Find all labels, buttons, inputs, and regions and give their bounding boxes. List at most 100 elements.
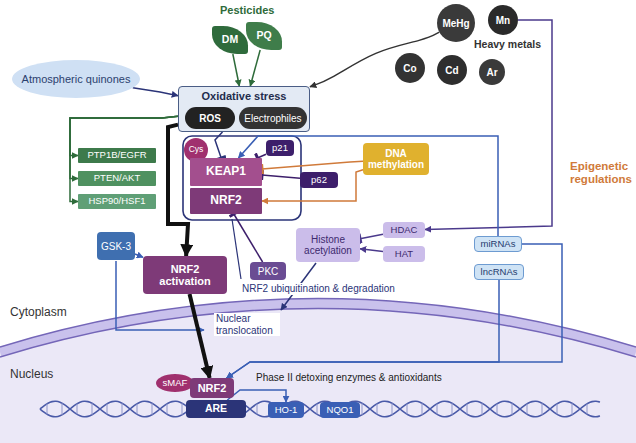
compartment-label: Nucleus [10,368,53,382]
metal-circle: Co [395,53,425,83]
dna-rung [467,404,468,415]
connector [360,234,383,239]
dna-rung [377,404,378,415]
connector [70,116,178,201]
node-text: Cys [189,145,204,154]
metal-circle: Mn [488,5,518,35]
connectors [70,20,562,402]
dna-rung [317,404,318,415]
regulator-box: p21 [266,140,294,156]
node-text: Atmospheric quinones [22,73,131,85]
dna-rung [527,404,528,415]
dna-rung [47,404,48,415]
connector [215,132,222,158]
node-text: MeHg [442,18,469,29]
partner-ellipse: sMAF [156,374,194,392]
dna-rung [137,404,138,415]
stress-box: ROS Electrophiles Oxidative stress [178,86,310,132]
node-text: p21 [272,143,288,153]
dna-rung [152,403,153,415]
node-text: NRF2 [198,382,227,394]
metal-circle: Ar [479,59,505,85]
dna-rung [122,403,123,415]
connector [238,136,498,236]
node-text: Cd [445,65,458,76]
node-text: Histone acetylation [298,234,358,256]
group-label: Heavy metals [474,38,541,50]
enzyme-box: HAT [383,246,425,262]
membrane-outer-line [0,299,636,348]
regulator-box: p62 [300,172,338,188]
pathway-box: PTEN/AKT [78,171,156,186]
nuclear-membrane [0,304,636,353]
node-text: GSK-3 [101,241,131,252]
dna-rung [572,403,573,415]
connector [310,32,439,87]
protein-box: NRF2 [190,378,234,398]
dna-rung [182,403,183,415]
node-text: DNA methylation [365,148,427,170]
complex-outline [183,136,301,220]
kinase-box: PKC [250,262,286,280]
connector [250,50,260,86]
node-text: HDAC [391,225,418,235]
node-text: DM [222,34,238,46]
dna-rung [62,403,63,415]
degradation-line [232,219,241,279]
node-text: sMAF [163,378,188,388]
enzyme-box: HDAC [383,222,425,238]
node-text: ROS [199,113,221,124]
node-text: KEAP1 [206,165,246,178]
node-text: ARE [205,403,227,415]
rna-box: lncRNAs [474,264,524,280]
node-text: Co [403,63,416,74]
connector [262,170,363,201]
node-text: Electrophiles [244,113,301,124]
process-label: Nuclear translocation [214,313,280,336]
node-text: HAT [395,249,413,259]
connector [234,214,263,262]
connector [227,244,562,378]
node-text: miRNAs [481,239,516,249]
dna-rung [512,403,513,415]
section-label: Epigenetic regulations [570,160,634,186]
node-text: NRF2 activation [145,263,225,287]
membrane-inner-line [0,309,636,358]
dna-rung [497,404,498,415]
node-text: lncRNAs [481,267,518,277]
node-text: PTEN/AKT [94,173,140,183]
dna-rung [482,403,483,415]
epigenetic-box: Histone acetylation [296,228,360,262]
pesticide-leaf: DM [212,26,248,54]
connector [190,294,210,378]
connector [262,161,363,169]
dna-rung [437,404,438,415]
connector [70,116,178,178]
node-text: Mn [496,15,510,26]
epigenetic-box: DNA methylation [363,143,429,175]
source-cloud: Atmospheric quinones [12,60,140,98]
connector [133,88,178,96]
dna-rung [257,404,258,415]
pathway-box: PTP1B/EGFR [78,148,156,163]
dna-rung [452,403,453,415]
node-text: PTP1B/EGFR [87,150,146,160]
element-box: ARE [186,400,246,418]
stress-cloud: ROS [185,107,235,129]
gene-box: NQO1 [320,402,360,418]
dna-rung [392,403,393,415]
connector [233,54,239,86]
process-label: Phase II detoxing enzymes & antioxidants [254,372,444,384]
node-text: NQO1 [327,405,354,415]
node-text: Oxidative stress [202,90,287,102]
connector [425,20,552,229]
process-label: NRF2 ubiquitination & degradation [240,283,397,295]
group-label: Pesticides [220,4,274,17]
metal-circle: Cd [437,55,467,85]
node-text: HO-1 [275,405,298,415]
dna-rung [557,404,558,415]
dna-rung [92,403,93,415]
kinase-box: GSK-3 [97,232,135,260]
connector [262,175,300,178]
